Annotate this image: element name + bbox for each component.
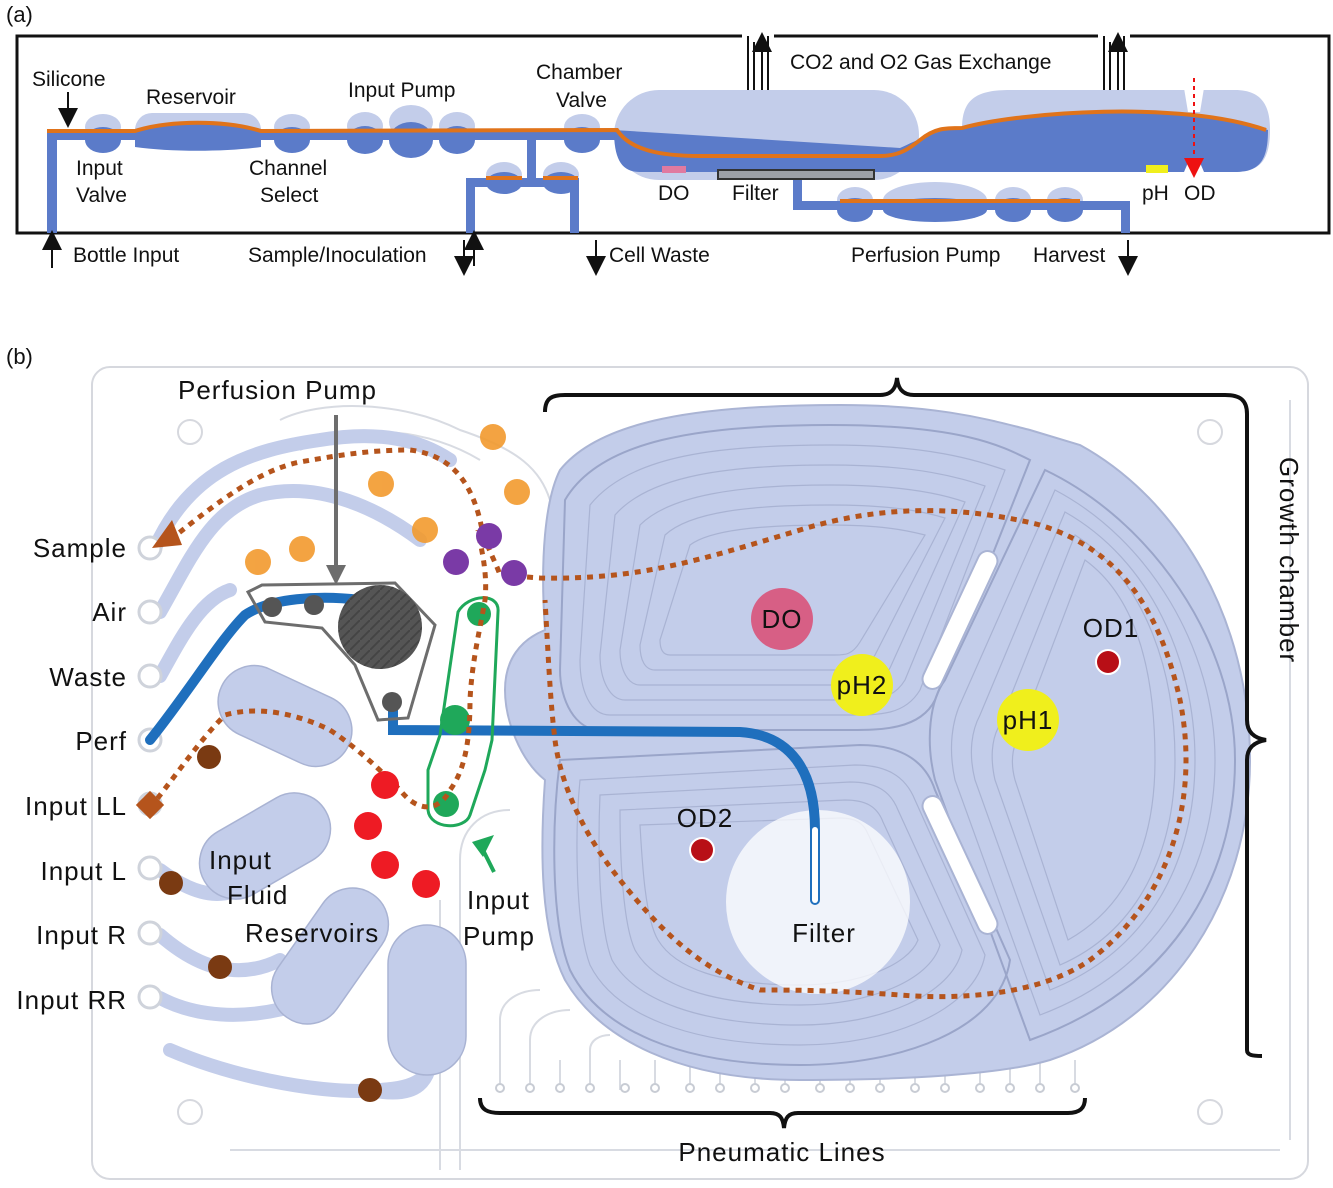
label-input-pump-1: Input (467, 885, 530, 915)
panel-b: (b) (6, 344, 1309, 1180)
fluid-ports (137, 535, 163, 1010)
mount-hole (177, 1099, 203, 1125)
mount-hole (1197, 1099, 1223, 1125)
label-filter-b: Filter (792, 918, 856, 948)
pneumatic-ports (495, 1083, 1080, 1093)
ph1-sensor (997, 689, 1059, 751)
label-chamber: Chamber (536, 61, 622, 84)
label-silicone: Silicone (32, 68, 106, 91)
mount-hole (1197, 419, 1223, 445)
label-ph-a: pH (1142, 182, 1169, 205)
label-growth-chamber: Growth chamber (1274, 457, 1304, 663)
od-notch-top (1184, 88, 1204, 112)
label-sample: Sample (33, 533, 127, 563)
label-do-b: DO (762, 604, 803, 634)
filter-membrane-a (717, 169, 875, 180)
input-fluid-reservoirs (198, 664, 467, 1076)
label-reservoirs-2: Fluid (227, 880, 288, 910)
label-waste: Waste (49, 662, 127, 692)
label-do-a: DO (658, 182, 690, 205)
label-perfusion-pump-a: Perfusion Pump (851, 244, 1000, 267)
perfusion-valve (262, 597, 282, 617)
panel-a-tag: (a) (6, 2, 33, 27)
growth-chamber (503, 403, 1252, 1082)
label-input-r: Input R (36, 920, 127, 950)
label-input-pump-2: Pump (463, 921, 535, 951)
label-sample-inoculation: Sample/Inoculation (248, 244, 427, 267)
mount-hole (177, 419, 203, 445)
panel-a: (a) (6, 2, 1331, 276)
input-pump-valve (433, 791, 459, 817)
label-input-pump: Input Pump (348, 79, 455, 102)
left-fluid-channels (148, 429, 457, 1100)
input-ll-flow-start (135, 790, 165, 820)
input-pump-valve (467, 602, 491, 626)
ph2-sensor (831, 654, 893, 716)
label-pneumatic-lines: Pneumatic Lines (678, 1137, 885, 1167)
label-bottle-input: Bottle Input (73, 244, 179, 267)
label-harvest: Harvest (1033, 244, 1106, 267)
label-valve: Valve (556, 89, 607, 112)
label-perfusion-pump-b: Perfusion Pump (178, 375, 377, 405)
silicone-membrane (47, 109, 1267, 203)
label-ph2: pH2 (837, 670, 888, 700)
label-channel-select-1: Channel (249, 157, 327, 180)
label-gas-exchange: CO2 and O2 Gas Exchange (790, 51, 1052, 74)
input-pump-chamber (440, 705, 470, 735)
label-input-valve-2: Valve (76, 184, 127, 207)
brown-valves (159, 745, 382, 1102)
label-filter-a: Filter (732, 182, 779, 205)
label-perf: Perf (75, 726, 127, 756)
purple-valves (443, 523, 527, 586)
label-od1: OD1 (1083, 613, 1139, 643)
sample-flow-arrowhead (152, 520, 182, 548)
label-input-rr: Input RR (16, 985, 127, 1015)
label-input-l: Input L (40, 856, 127, 886)
orange-valves (245, 424, 530, 575)
label-od2: OD2 (677, 803, 733, 833)
label-od-a: OD (1184, 182, 1216, 205)
red-valves (354, 771, 440, 898)
label-reservoir: Reservoir (146, 86, 236, 109)
input-pump-outline (426, 596, 500, 828)
label-ph1: pH1 (1003, 705, 1054, 735)
label-air: Air (92, 597, 127, 627)
od2-sensor (691, 839, 713, 861)
perfusion-valve (382, 692, 402, 712)
od1-sensor (1097, 651, 1119, 673)
growth-chamber-brace-right (1245, 414, 1267, 1058)
do-sensor-a (662, 166, 686, 173)
perfusion-pump-outline (245, 581, 437, 722)
perfusion-valve (304, 595, 324, 615)
ph-sensor-a (1146, 165, 1168, 173)
growth-chamber-brace-top (543, 377, 1249, 415)
label-cell-waste: Cell Waste (609, 244, 710, 267)
panel-b-tag: (b) (6, 344, 33, 369)
label-reservoirs-1: Input (209, 845, 272, 875)
label-channel-select-2: Select (260, 184, 319, 207)
label-reservoirs-3: Reservoirs (245, 918, 379, 948)
label-input-valve-1: Input (76, 157, 123, 180)
pneumatic-lines-brace (478, 1097, 1087, 1129)
label-input-ll: Input LL (25, 791, 127, 821)
do-sensor (751, 588, 813, 650)
flow-paths (148, 447, 1189, 1000)
panel-a-frame (15, 34, 1331, 235)
